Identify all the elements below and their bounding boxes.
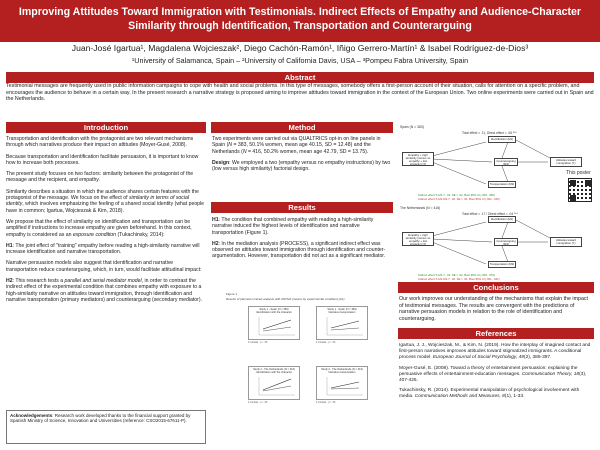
figure-caption: Results of planned contrast analysis wit… xyxy=(226,297,345,301)
results-body: H1: The condition that combined empathy … xyxy=(212,217,392,265)
abstract-text: Testimonial messages are frequently used… xyxy=(6,83,594,102)
node-m3-spain: Counterarguing (M3) xyxy=(494,158,518,166)
node-y-spain: Attitudes toward immigration (Y) xyxy=(550,157,582,167)
introduction-heading: Introduction xyxy=(6,122,206,133)
mini-chart-4: Study 2 - The Netherlands (N = 416) Narr… xyxy=(316,366,368,400)
mini-chart-note: F contrast · p < .05 xyxy=(248,342,268,344)
indirect-effect-2-netherlands: Indirect effect X-M1-M3-Y: .02, SE = .01… xyxy=(418,277,500,281)
mini-chart-subtitle: Narrative transportation xyxy=(328,311,356,314)
node-m1-netherlands: Identification (M1) xyxy=(488,216,516,223)
qr-code-icon[interactable] xyxy=(568,178,592,202)
conclusions-text: Our work improves our understanding of t… xyxy=(399,296,589,322)
mini-chart-plot xyxy=(258,317,295,336)
intro-paragraph: Because transportation and identificatio… xyxy=(6,153,199,166)
design-paragraph: Design: We employed a two (empathy versu… xyxy=(212,159,391,173)
method-paragraph: Two experiments were carried out via QUA… xyxy=(212,136,381,155)
conclusions-heading: Conclusions xyxy=(398,282,594,293)
diagram-arrows-spain xyxy=(431,139,551,185)
reference-item: Igartua, J. J., Wojcieszak, M., & Kim, N… xyxy=(399,343,591,360)
node-m1-spain: Identification (M1) xyxy=(488,136,516,143)
title-line-2: Similarity through Identification, Trans… xyxy=(128,19,472,32)
node-m3-netherlands: Counterarguing (M3) xyxy=(494,238,518,246)
intro-paragraph: We propose that the effect of similarity… xyxy=(6,218,192,238)
intro-paragraph: The present study focuses on two factors… xyxy=(6,171,194,184)
mini-chart-plot xyxy=(326,377,363,396)
references-heading: References xyxy=(398,328,594,339)
abstract-heading: Abstract xyxy=(6,72,594,83)
node-m2-spain: Transportation (M2) xyxy=(488,181,516,188)
mini-chart-plot xyxy=(326,317,363,336)
diagram-arrows-netherlands xyxy=(431,219,551,265)
reference-item: Tukachinsky, R. (2014). Experimental man… xyxy=(399,388,580,400)
intro-paragraph: Transportation and identification with t… xyxy=(6,136,194,149)
poster-title: Improving Attitudes Toward Immigration w… xyxy=(0,0,600,42)
mini-chart-2: Study 1 - Spain (N = 383) Narrative tran… xyxy=(316,306,368,340)
results-h1: H1: The condition that combined empathy … xyxy=(212,217,374,236)
mini-chart-subtitle: Identification with the character xyxy=(256,371,292,374)
affiliations: ¹University of Salamanca, Spain – ²Unive… xyxy=(131,56,469,65)
indirect-effect-1-netherlands: Indirect effect X-M1-Y: .04, SE = .02, B… xyxy=(418,273,495,277)
diagram-label-netherlands: The Netherlands (N = 416) xyxy=(400,206,441,210)
method-heading: Method xyxy=(211,122,393,133)
introduction-body: Transportation and identification with t… xyxy=(6,136,206,308)
references-body: Igartua, J. J., Wojcieszak, M., & Kim, N… xyxy=(399,343,593,405)
mini-chart-note: F contrast · p < .05 xyxy=(316,342,336,344)
mediation-diagrams: Spain (N = 383) Total effect = .11, Dire… xyxy=(398,122,594,284)
hypothesis-1: H1: The joint effect of "training" empat… xyxy=(6,242,200,256)
results-h2: H2: In the mediation analysis (PROCESS),… xyxy=(212,240,386,260)
node-y-netherlands: Attitudes toward immigration (Y) xyxy=(550,237,582,247)
diagram-label-spain: Spain (N = 383) xyxy=(400,125,424,129)
title-line-1: Improving Attitudes Toward Immigration w… xyxy=(18,6,582,18)
node-x-spain: Empathy + high similarity (versus no emp… xyxy=(402,152,434,166)
reference-item: Moyer-Gusé, E. (2008). Toward a theory o… xyxy=(399,365,587,383)
node-m2-netherlands: Transportation (M2) xyxy=(488,261,516,268)
mini-chart-subtitle: Identification with the character xyxy=(256,311,292,314)
node-x-netherlands: Empathy + high similarity (versus no emp… xyxy=(402,232,434,246)
mini-chart-subtitle: Narrative transportation xyxy=(328,371,356,374)
mini-chart-title: Study 2 - The Netherlands (N = 416) xyxy=(321,368,363,371)
mini-chart-note: F contrast · p < .05 xyxy=(248,402,268,404)
figure-1: Figure 1 Results of planned contrast ana… xyxy=(212,292,392,447)
mini-chart-note: F contrast · p < .05 xyxy=(316,402,336,404)
intro-paragraph: Narrative persuasion models also suggest… xyxy=(6,260,202,273)
mini-chart-title: Study 2 - The Netherlands (N = 416) xyxy=(253,368,295,371)
mini-chart-1: Study 1 - Spain (N = 383) Identification… xyxy=(248,306,300,340)
indirect-effect-2-spain: Indirect effect X-M1-M3-Y: .02, SE = .01… xyxy=(418,197,500,201)
ack-text: : Research work developed thanks to the … xyxy=(10,413,191,424)
hypothesis-2: H2: This research tests a parallel and s… xyxy=(6,278,203,303)
ack-label: Acknowledgements xyxy=(10,413,53,418)
mini-chart-plot xyxy=(258,377,295,396)
results-heading: Results xyxy=(211,202,393,213)
qr-label: This poster xyxy=(566,170,591,176)
mini-chart-3: Study 2 - The Netherlands (N = 416) Iden… xyxy=(248,366,300,400)
intro-paragraph: Similarity describes a situation in whic… xyxy=(6,188,205,214)
authors: Juan-José Igartua¹, Magdalena Wojcieszak… xyxy=(71,43,529,53)
figure-label: Figure 1 xyxy=(226,292,238,296)
total-effect-spain: Total effect = .11, Direct effect = .06 … xyxy=(462,131,517,135)
method-body: Two experiments were carried out via QUA… xyxy=(212,136,392,177)
mini-chart-title: Study 1 - Spain (N = 383) xyxy=(327,308,357,311)
mini-chart-title: Study 1 - Spain (N = 383) xyxy=(259,308,289,311)
total-effect-netherlands: Total effect = .17 / Direct effect = .04… xyxy=(462,212,518,216)
indirect-effect-1-spain: Indirect effect X-M1-Y: .04, SE = .02, B… xyxy=(418,193,495,197)
acknowledgements-box: Acknowledgements: Research work develope… xyxy=(6,410,206,444)
